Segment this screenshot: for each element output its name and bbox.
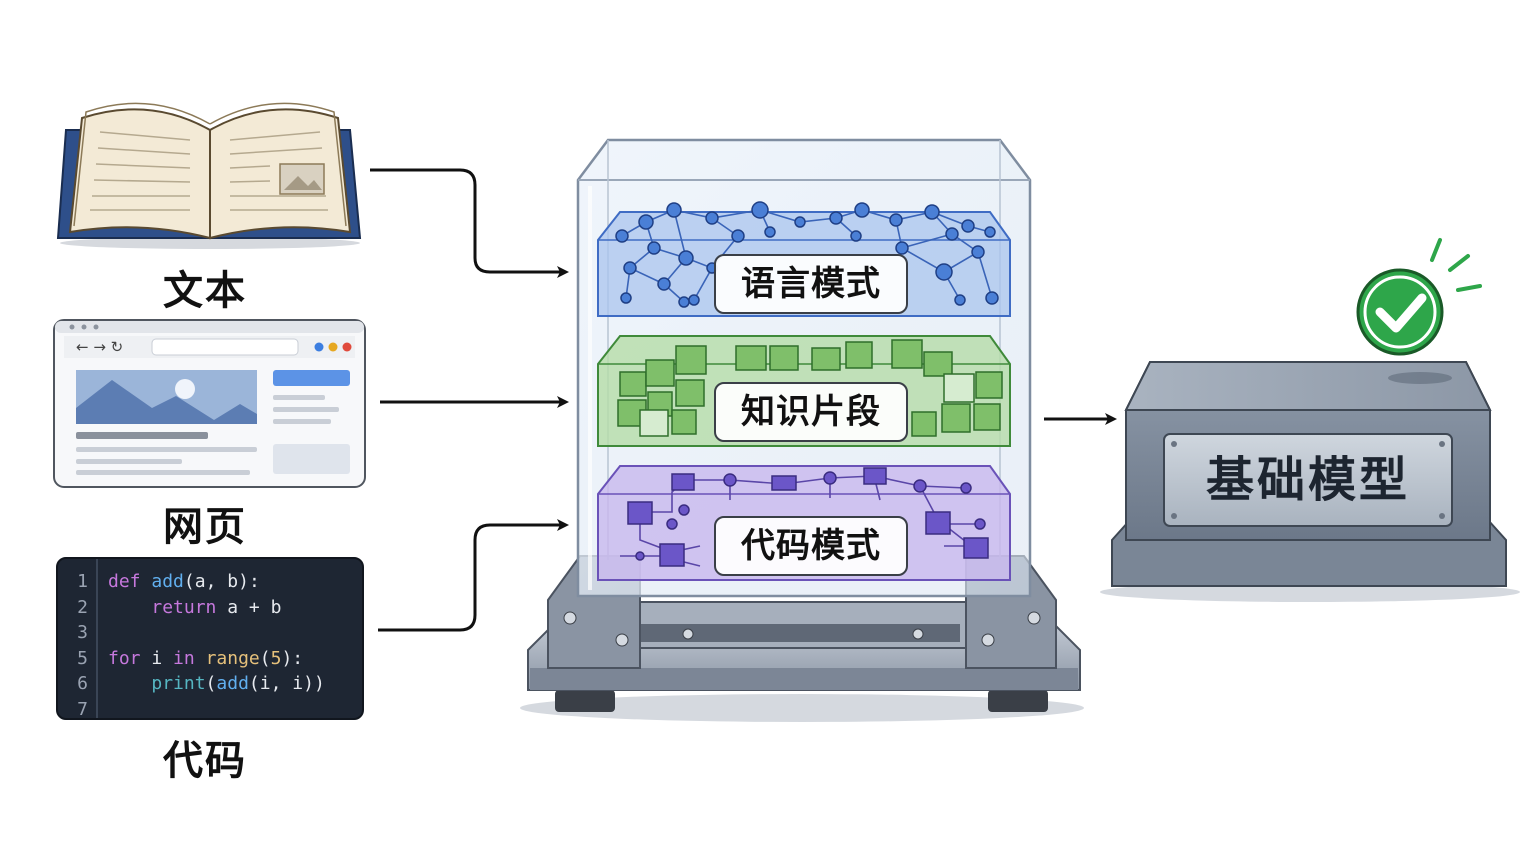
code-text: return a + b	[151, 596, 282, 618]
code-gutter	[96, 559, 98, 718]
code-icon: 1 def add(a, b): 2 return a + b 3 5 for i in …	[56, 557, 364, 720]
code-text: def add(a, b):	[108, 571, 260, 592]
line-number: 5	[77, 647, 88, 669]
webpage-icon: ← → ↻	[53, 319, 366, 488]
output-label: 基础模型	[1205, 452, 1410, 508]
line-number: 1	[77, 571, 88, 592]
svg-text:← → ↻: ← → ↻	[76, 338, 123, 356]
line-number: 6	[77, 673, 88, 694]
layer-label-code: 代码模式	[714, 516, 908, 576]
line-number: 2	[77, 596, 88, 618]
line-number: 3	[77, 622, 88, 643]
arrow-code-to-container	[378, 519, 569, 632]
layer-label-language: 语言模式	[714, 254, 908, 314]
code-text: for i in range(5):	[108, 647, 304, 669]
check-icon	[1356, 238, 1482, 356]
input-label-code: 代码	[163, 738, 247, 784]
foundation-model-block	[1100, 361, 1520, 602]
input-label-webpage: 网页	[163, 504, 247, 550]
line-number: 7	[77, 698, 88, 720]
book-icon	[56, 102, 362, 249]
code-text: print(add(i, i))	[151, 673, 325, 694]
arrow-text-to-container	[370, 168, 569, 278]
layer-label-knowledge: 知识片段	[714, 382, 908, 442]
input-label-text: 文本	[163, 268, 247, 314]
